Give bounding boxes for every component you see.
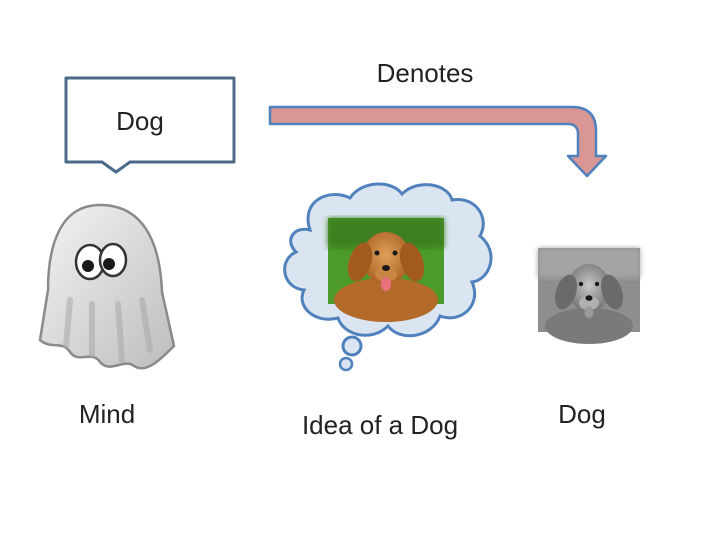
caption-mind: Mind (79, 399, 135, 429)
speech-bubble: Dog (64, 76, 236, 174)
dog-photo-grayscale (538, 248, 640, 344)
speech-bubble-text: Dog (116, 106, 164, 136)
ghost-icon (38, 203, 176, 370)
caption-idea: Idea of a Dog (302, 410, 458, 440)
arrow-label: Denotes (377, 58, 474, 88)
dog-photo-color (328, 218, 444, 322)
denotes-arrow (268, 105, 608, 178)
caption-dog: Dog (558, 399, 606, 429)
